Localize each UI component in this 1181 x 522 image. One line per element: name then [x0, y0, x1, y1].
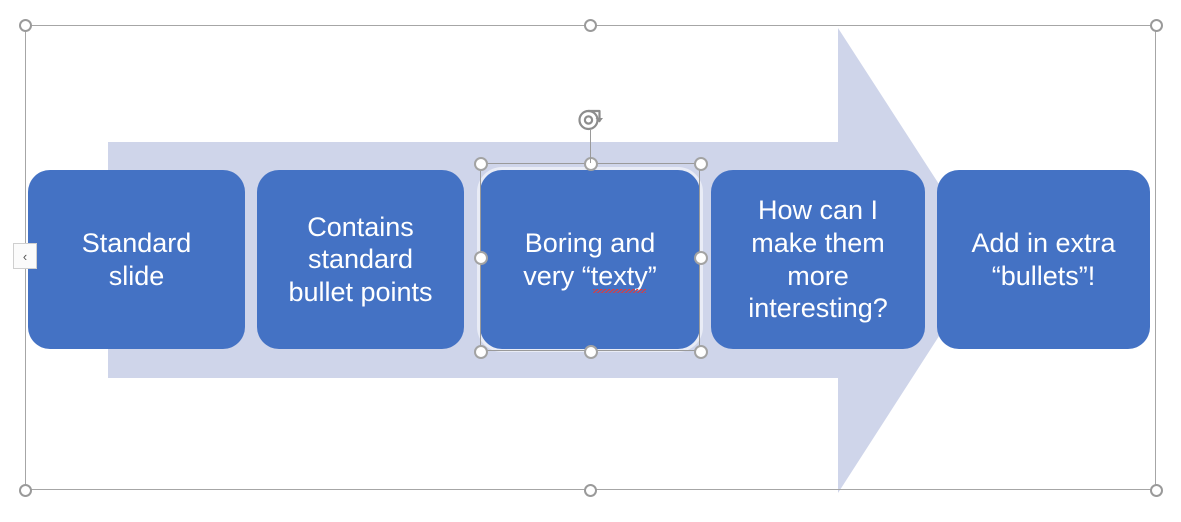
node-3-misspelled-word: texty: [590, 260, 648, 293]
smartart-node-4[interactable]: How can I make them more interesting?: [711, 170, 925, 349]
frame-handle-top-right[interactable]: [1150, 19, 1163, 32]
shape-handle-bottom-right[interactable]: [694, 345, 708, 359]
node-3-text-before: Boring and very “: [523, 227, 656, 291]
chevron-left-icon: ‹: [22, 248, 28, 264]
frame-handle-top-left[interactable]: [19, 19, 32, 32]
smartart-node-4-label: How can I make them more interesting?: [748, 195, 888, 324]
frame-handle-top-center[interactable]: [584, 19, 597, 32]
smartart-node-2[interactable]: Contains standard bullet points: [257, 170, 464, 349]
frame-handle-bottom-right[interactable]: [1150, 484, 1163, 497]
smartart-node-5-label: Add in extra “bullets”!: [971, 227, 1116, 291]
rotate-icon[interactable]: [576, 106, 604, 134]
rotate-handle-stem: [590, 130, 591, 163]
shape-handle-top-left[interactable]: [474, 157, 488, 171]
smartart-node-3-label: Boring and very “texty”: [490, 227, 690, 293]
node-3-text-after: ”: [647, 260, 657, 291]
smartart-node-1[interactable]: Standard slide: [28, 170, 245, 349]
smartart-selection-frame[interactable]: [19, 19, 1163, 497]
shape-handle-top-center[interactable]: [584, 157, 598, 171]
smartart-node-3-selected[interactable]: Boring and very “texty”: [480, 170, 700, 349]
shape-handle-top-right[interactable]: [694, 157, 708, 171]
smartart-node-5[interactable]: Add in extra “bullets”!: [937, 170, 1150, 349]
shape-handle-bottom-center[interactable]: [584, 345, 598, 359]
smartart-node-1-label: Standard slide: [81, 227, 192, 291]
frame-handle-bottom-left[interactable]: [19, 484, 32, 497]
shape-handle-middle-left[interactable]: [474, 251, 488, 265]
text-pane-toggle-button[interactable]: ‹: [13, 243, 37, 269]
shape-handle-middle-right[interactable]: [694, 251, 708, 265]
frame-handle-bottom-center[interactable]: [584, 484, 597, 497]
shape-handle-bottom-left[interactable]: [474, 345, 488, 359]
smartart-node-2-label: Contains standard bullet points: [288, 211, 433, 307]
